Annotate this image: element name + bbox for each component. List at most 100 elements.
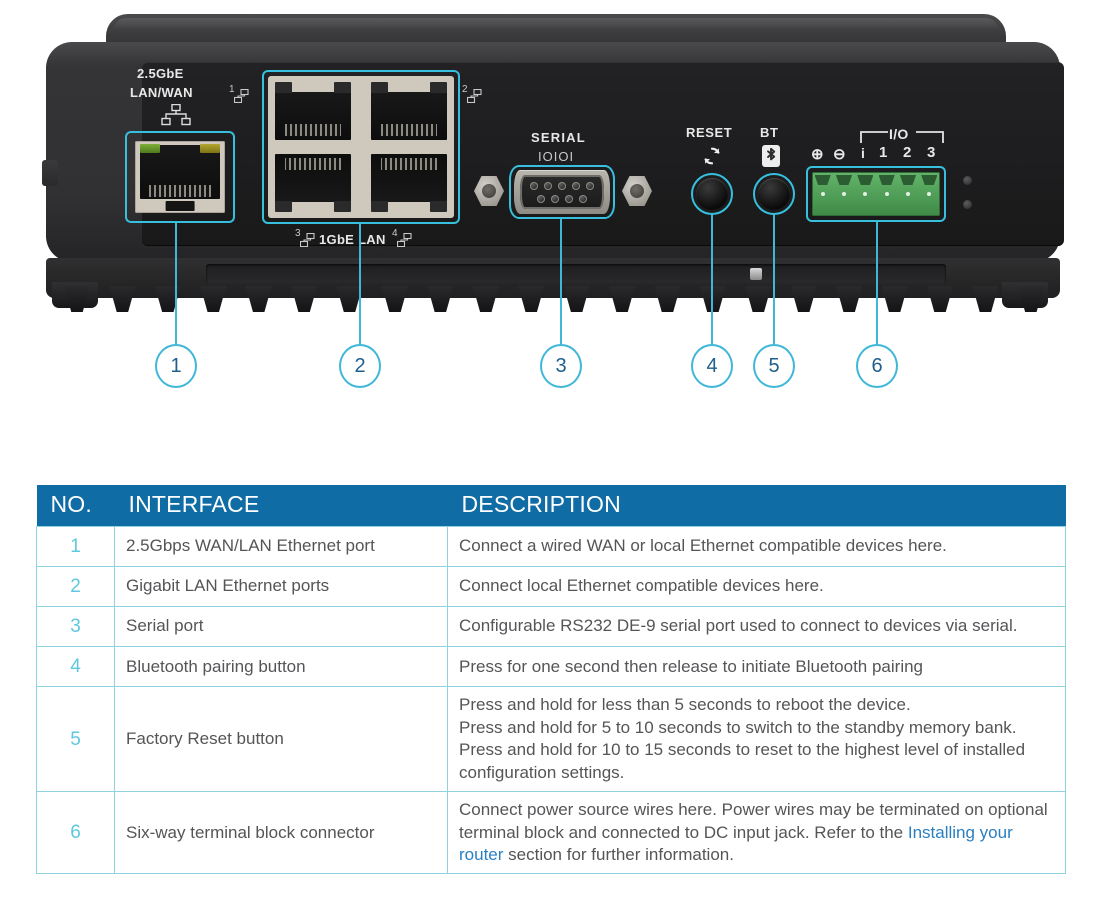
panel-screw-top: [963, 176, 972, 185]
reset-label: RESET: [686, 125, 733, 140]
installing-your-router-link[interactable]: Installing your router: [459, 822, 1013, 864]
io-3-label: 3: [927, 144, 936, 161]
row-number: 5: [36, 686, 115, 793]
vent-fin: [64, 286, 90, 312]
vent-fin: [381, 286, 408, 312]
lan-port-3-clip-right: [275, 201, 292, 212]
lan-port-3-clip-left: [334, 201, 351, 212]
serial-pin: [558, 182, 566, 190]
row-description: Configurable RS232 DE-9 serial port used…: [447, 606, 1066, 648]
table-row: 6 Six-way terminal block connector Conne…: [36, 791, 1066, 875]
lan-port-2-pins: [381, 124, 437, 136]
callout-line-6: [876, 222, 878, 350]
terminal-position-minus: [833, 172, 854, 216]
lan-ports-label: 1GbE LAN: [319, 232, 386, 247]
row-description: Connect power source wires here. Power w…: [447, 791, 1066, 875]
io-minus-label: ⊖: [833, 146, 846, 163]
bluetooth-icon: [762, 145, 780, 167]
chassis-left-mount: [42, 160, 58, 186]
serial-glyph-label: IOIOI: [538, 149, 575, 164]
row-interface: Factory Reset button: [114, 686, 448, 793]
callout-line-4: [711, 215, 713, 350]
serial-pin: [537, 195, 545, 203]
lan-port-3: [272, 152, 354, 214]
wan-lan-pins: [149, 185, 211, 197]
wan-lan-led-amber: [199, 144, 220, 153]
chassis-lip-screw: [750, 268, 762, 280]
callout-circle-3: 3: [540, 344, 582, 388]
table-row: 5 Factory Reset button Press and hold fo…: [36, 686, 1066, 793]
vent-fin: [609, 286, 636, 312]
terminal-position-plus: [812, 172, 833, 216]
io-label: I/O: [889, 126, 909, 142]
serial-pin: [551, 195, 559, 203]
callout-circle-1: 1: [155, 344, 197, 388]
port-4-network-icon: [397, 233, 412, 247]
column-header-no: NO.: [36, 485, 115, 527]
wan-lan-clip-tab: [165, 201, 195, 211]
port-3-index-label: 3: [295, 228, 301, 239]
lan-port-4-clip-right: [371, 201, 388, 212]
description-line: Press and hold for 5 to 10 seconds to sw…: [459, 717, 1017, 737]
wan-label-line1: 2.5GbE: [137, 66, 184, 81]
port-1-index-label: 1: [229, 84, 235, 95]
terminal-position-3: [919, 172, 940, 216]
row-number: 1: [36, 525, 115, 568]
serial-label: SERIAL: [531, 130, 586, 145]
serial-pin-row-top: [520, 182, 604, 190]
vent-fin: [1017, 286, 1044, 312]
terminal-position-1: [876, 172, 897, 216]
callout-circle-4: 4: [691, 344, 733, 388]
vent-fin: [790, 286, 817, 312]
lan-quad-block: [268, 76, 454, 218]
row-interface: Bluetooth pairing button: [114, 646, 448, 688]
lan-port-4-clip-left: [430, 201, 447, 212]
serial-pin-row-bottom: [520, 195, 604, 203]
serial-de9-port: [514, 170, 610, 214]
port-3-network-icon: [300, 233, 315, 247]
column-header-description: DESCRIPTION: [447, 485, 1066, 527]
serial-pin: [544, 182, 552, 190]
table-row: 3 Serial port Configurable RS232 DE-9 se…: [36, 606, 1066, 648]
row-description: Connect a wired WAN or local Ethernet co…: [447, 525, 1066, 568]
terminal-position-2: [897, 172, 918, 216]
vent-fin: [518, 286, 545, 312]
panel-screw-bottom: [963, 200, 972, 209]
serial-pin: [565, 195, 573, 203]
vent-fin: [563, 286, 590, 312]
serial-pin: [530, 182, 538, 190]
callout-line-2: [359, 224, 361, 350]
chassis-lip-groove: [206, 264, 946, 284]
row-interface: Serial port: [114, 606, 448, 648]
serial-screwpost-right: [622, 176, 652, 206]
ethernet-glyph-icon: [161, 104, 191, 126]
reset-button[interactable]: [696, 178, 728, 210]
io-1-label: 1: [879, 144, 888, 161]
lan-port-2: [368, 80, 450, 142]
serial-screwpost-left: [474, 176, 504, 206]
chassis-vent-fins: [64, 286, 1044, 312]
row-description: Press and hold for less than 5 seconds t…: [447, 686, 1066, 793]
reset-refresh-icon: [704, 147, 720, 165]
six-way-terminal-block: [812, 172, 940, 216]
callout-circle-6: 6: [856, 344, 898, 388]
io-plus-label: ⊕: [811, 146, 824, 163]
table-header-row: NO. INTERFACE DESCRIPTION: [36, 485, 1066, 527]
port-4-index-label: 4: [392, 228, 398, 239]
bluetooth-pairing-button[interactable]: [758, 178, 790, 210]
vent-fin: [654, 286, 681, 312]
table-row: 4 Bluetooth pairing button Press for one…: [36, 646, 1066, 688]
device-rear-panel-figure: 2.5GbE LAN/WAN 1 2 3 1GbE LAN: [0, 0, 1100, 400]
row-number: 3: [36, 606, 115, 648]
vent-fin: [881, 286, 908, 312]
lan-port-3-pins: [285, 158, 341, 170]
row-interface: Six-way terminal block connector: [114, 791, 448, 875]
description-line: Press and hold for less than 5 seconds t…: [459, 695, 911, 715]
callout-line-3: [560, 219, 562, 350]
lan-port-1: [272, 80, 354, 142]
lan-port-4: [368, 152, 450, 214]
serial-pin: [572, 182, 580, 190]
table-row: 2 Gigabit LAN Ethernet ports Connect loc…: [36, 566, 1066, 608]
port-2-network-icon: [467, 89, 482, 103]
